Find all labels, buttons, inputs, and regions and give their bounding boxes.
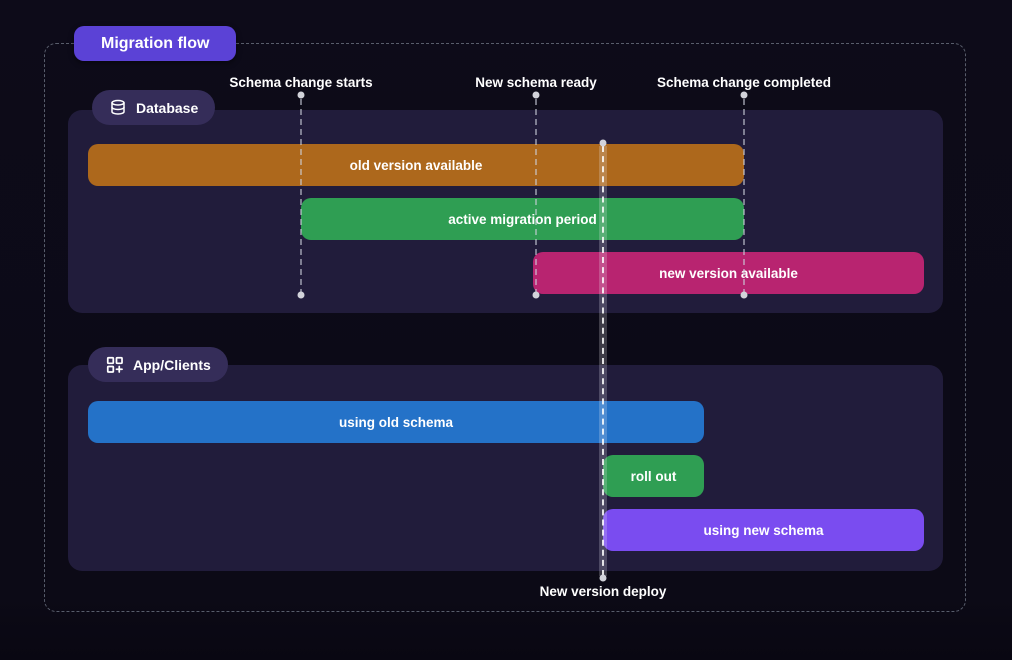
milestone-label-schema-change-completed: Schema change completed	[656, 75, 832, 90]
diagram-title-badge: Migration flow	[74, 26, 237, 61]
bar-active-migration-period: active migration period	[301, 198, 744, 240]
milestone-dashed-line-schema-change-starts	[300, 99, 302, 295]
bar-new-version-available: new version available	[533, 252, 924, 294]
deploy-bottom-dot	[599, 574, 607, 582]
bar-old-version-available: old version available	[88, 144, 744, 186]
database-lane-badge: Database	[92, 90, 216, 125]
bar-roll-out: roll out	[603, 455, 704, 497]
bar-using-new-schema: using new schema	[603, 509, 924, 551]
milestone-bottom-dot	[297, 291, 305, 299]
database-lane-label: Database	[136, 99, 199, 116]
bar-using-old-schema: using old schema	[88, 401, 704, 443]
diagram-dashed-frame	[44, 43, 966, 612]
deploy-line-new-version-deploy	[599, 146, 607, 576]
milestone-label-new-schema-ready: New schema ready	[475, 75, 597, 90]
apps-plus-icon	[105, 355, 124, 374]
milestone-label-schema-change-starts: Schema change starts	[229, 75, 373, 90]
milestone-top-dot	[297, 91, 305, 99]
milestone-label-new-version-deploy: New version deploy	[539, 584, 667, 599]
milestone-bottom-dot	[740, 291, 748, 299]
milestone-top-dot	[532, 91, 540, 99]
diagram-title: Migration flow	[101, 34, 210, 52]
milestone-top-dot	[740, 91, 748, 99]
milestone-dashed-line-schema-change-completed	[743, 99, 745, 295]
app-clients-lane-label: App/Clients	[133, 356, 211, 373]
app-clients-lane-badge: App/Clients	[88, 347, 228, 382]
milestone-dashed-line-new-schema-ready	[535, 99, 537, 295]
deploy-top-dot	[599, 139, 607, 147]
database-icon	[109, 99, 127, 117]
deploy-inner-dashed-line	[602, 146, 604, 576]
milestone-bottom-dot	[532, 291, 540, 299]
